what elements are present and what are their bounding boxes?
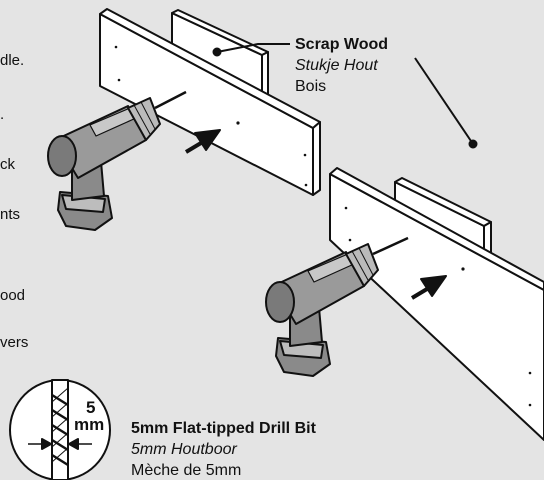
drill-bit-label-fr: Mèche de 5mm [131,462,242,479]
drill-bottom [265,236,409,377]
scrap-wood-label-en: Scrap Wood [295,36,389,53]
drill-bit-label-en: 5mm Flat-tipped Drill Bit [131,420,316,437]
drill-bit-label-nl: 5mm Houtboor [131,441,237,458]
instruction-fragment: ood [0,287,26,304]
bit-size-value: 5 [86,398,96,417]
instruction-fragment: ck [0,156,15,173]
instruction-fragment: . [0,106,5,123]
instruction-fragment: vers [0,334,29,351]
drill-top [47,90,187,231]
scrap-wood-label-nl: Stukje Hout [295,57,378,74]
instruction-fragment: dle. [0,52,25,69]
drill-bit-magnifier [9,379,111,480]
scrap-wood-label-fr: Bois [295,78,327,95]
direction-arrow-top [184,129,221,154]
wood-panel-bottom [329,167,544,441]
wood-panel-top [99,8,321,196]
direction-arrow-bottom [410,275,447,300]
instruction-fragment: nts [0,206,21,223]
bit-size-unit: mm [74,415,105,434]
scrap-wood-leader [212,43,478,149]
